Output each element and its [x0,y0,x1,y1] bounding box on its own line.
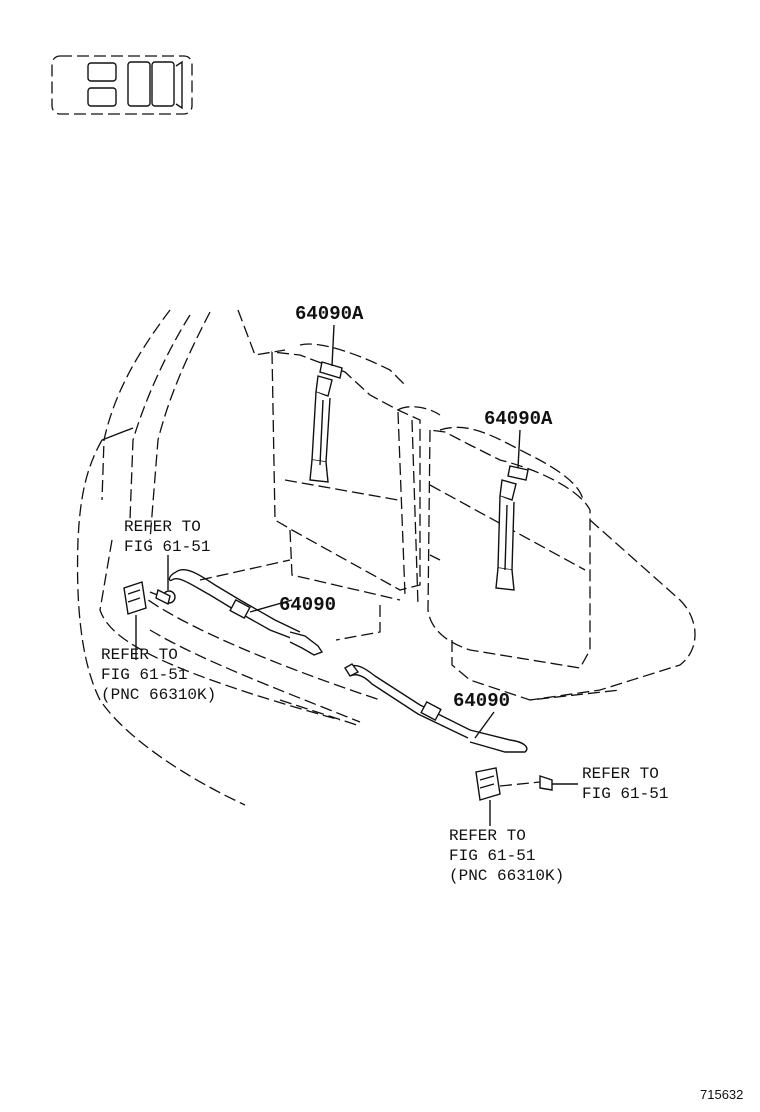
label-64090a-left: 64090A [295,303,364,325]
ref-left-upper-line2: FIG 61-51 [124,538,210,556]
label-64090a-right: 64090A [484,408,553,430]
ref-bottom-line2: FIG 61-51 [449,847,535,865]
ref-left-lower-line3: (PNC 66310K) [101,686,216,704]
seat-belt-64090-right [344,663,528,753]
ref-left-lower-line1: REFER TO [101,646,178,664]
seat-belt-64090a-right [495,429,529,591]
rear-seat-backs [199,343,696,701]
vehicle-body-outline [76,309,381,806]
vehicle-locator-icon [51,55,193,115]
ref-left-upper-line1: REFER TO [124,518,201,536]
left-anchor-bracket [123,555,171,660]
ref-bottom-line1: REFER TO [449,827,526,845]
figure-id: 715632 [700,1087,743,1102]
label-64090-left: 64090 [279,594,336,616]
ref-bottom-line3: (PNC 66310K) [449,867,564,885]
ref-right-line1: REFER TO [582,765,659,783]
seat-belt-64090a-left [309,324,343,483]
seat-belt-64090-left [149,568,324,656]
ref-right-line2: FIG 61-51 [582,785,668,803]
ref-left-lower-line2: FIG 61-51 [101,666,187,684]
right-anchor-bracket [475,767,578,826]
label-64090-right: 64090 [453,690,510,712]
